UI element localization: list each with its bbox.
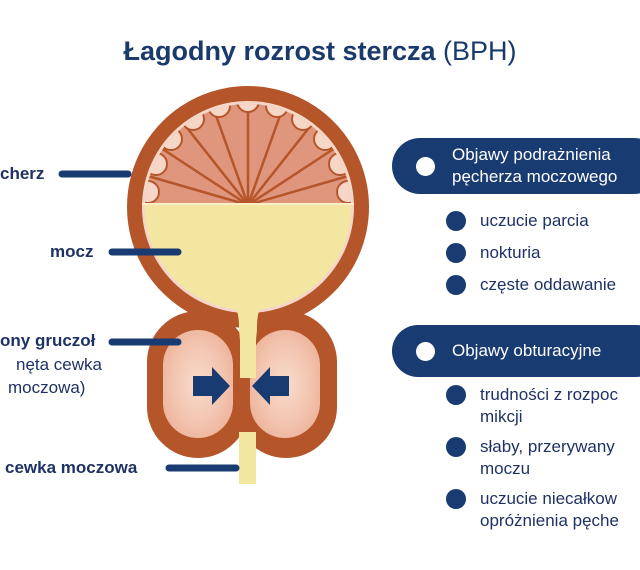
urethra-tube <box>239 432 256 484</box>
section-obstruction-title: Objawy obturacyjne <box>452 341 602 360</box>
section-dot-icon <box>416 157 435 176</box>
title-abbreviation: (BPH) <box>435 36 517 66</box>
bullet-icon <box>446 385 466 405</box>
page-title: Łagodny rozrost stercza (BPH) <box>0 36 640 67</box>
label-gland-sub2: moczowa) <box>8 378 86 397</box>
bullet-icon <box>446 211 466 231</box>
list-item-text: słaby, przerywany <box>480 437 615 456</box>
list-item-text-2: opróżnienia pęche <box>480 511 619 530</box>
section-dot-icon <box>416 342 435 361</box>
list-item-text: nokturia <box>480 243 541 262</box>
list-item-text: uczucie niecałkow <box>480 489 618 508</box>
section-irritation-title-2: pęcherza moczowego <box>452 167 618 186</box>
bullet-icon <box>446 437 466 457</box>
label-bladder: cherz <box>0 164 45 183</box>
arrow-left-icon <box>252 367 289 405</box>
section-irritation-title-1: Objawy podrażnienia <box>452 145 611 164</box>
label-urethra: cewka moczowa <box>5 458 138 477</box>
label-gland-sub1: nęta cewka <box>16 355 102 374</box>
bullet-icon <box>446 243 466 263</box>
section-irritation-header: Objawy podrażnienia pęcherza moczowego <box>392 138 640 194</box>
list-item-text-2: moczu <box>480 459 531 478</box>
list-item-text: uczucie parcia <box>480 211 589 230</box>
bullet-icon <box>446 275 466 295</box>
list-item-text-2: mikcji <box>480 407 523 426</box>
section-obstruction-header: Objawy obturacyjne <box>392 325 640 377</box>
bladder-folds <box>147 105 349 207</box>
label-gland: ony gruczoł <box>0 331 96 350</box>
bladder-neck <box>221 292 275 340</box>
arrow-right-icon <box>193 367 230 405</box>
urethra-canal <box>240 338 256 378</box>
list-item-text: trudności z rozpoc <box>480 385 618 404</box>
bullet-icon <box>446 489 466 509</box>
label-urine: mocz <box>50 242 94 261</box>
list-item-text: częste oddawanie <box>480 275 617 294</box>
title-main: Łagodny rozrost stercza <box>123 36 436 66</box>
